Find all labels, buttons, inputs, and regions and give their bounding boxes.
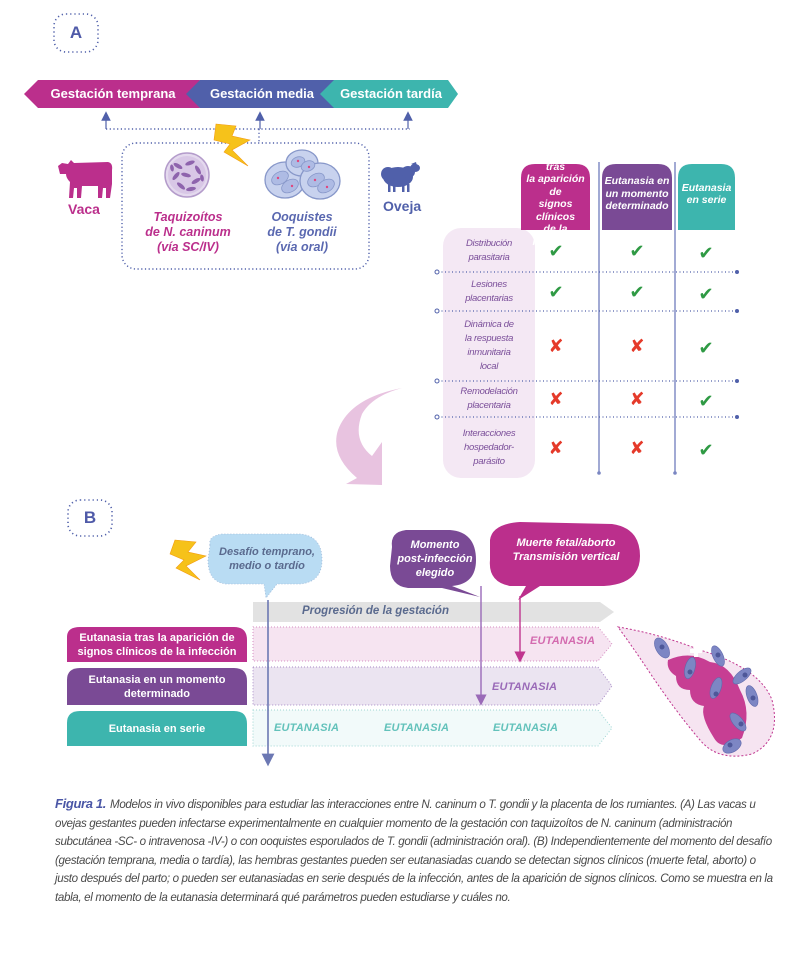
check-icon: ✔ <box>698 439 714 460</box>
col-header-bg-1 <box>521 164 590 230</box>
row-head-bg-2 <box>67 668 247 705</box>
cross-icon: ✘ <box>629 437 645 458</box>
curved-arrow-icon <box>336 388 402 485</box>
lane-3 <box>252 709 613 747</box>
euthanasia-mark-serial-1: EUTANASIA <box>274 722 340 734</box>
bubble-outcome <box>489 522 640 600</box>
stage-late-label: Gestación tardía <box>340 86 442 101</box>
bubble-challenge-text: Desafío temprano, medio o tardío <box>219 546 315 572</box>
progress-arrow <box>253 602 614 622</box>
check-icon: ✔ <box>698 391 714 411</box>
panel-b-letter: B <box>83 508 97 527</box>
row-head-bg-1 <box>67 627 247 662</box>
row-head-clinical-signs: Eutanasia tras la aparición de signos cl… <box>77 631 237 658</box>
check-icon: ✔ <box>548 281 564 302</box>
placenta-infection-icon <box>616 626 775 757</box>
check-icon: ✔ <box>698 243 714 263</box>
tachyzoites-icon <box>164 152 210 198</box>
check-icon: ✔ <box>698 338 714 358</box>
row-label-background <box>443 228 535 478</box>
cross-icon: ✘ <box>548 437 564 458</box>
sheep-icon <box>381 162 420 192</box>
stage-early-label: Gestación temprana <box>50 86 176 101</box>
col-header-bg-3 <box>678 164 735 230</box>
check-icon: ✔ <box>698 283 714 304</box>
figure-caption: Figura 1.Modelos in vivo disponibles par… <box>55 795 775 907</box>
cow-icon <box>58 160 113 198</box>
progress-label: Progresión de la gestación <box>302 605 449 617</box>
agents-frame <box>121 142 370 270</box>
lightning-icon-b <box>169 539 207 581</box>
stage-late-shape <box>320 80 458 108</box>
euthanasia-mark-fixed: EUTANASIA <box>492 681 558 693</box>
agent-oocysts: Ooquistes de T. gondii (vía oral) <box>267 210 337 254</box>
euthanasia-mark-serial-2: EUTANASIA <box>384 722 450 734</box>
panel-b-frame <box>67 499 113 537</box>
cross-icon: ✘ <box>548 389 564 409</box>
bubble-outcome-text: Muerte fetal/aborto Transmisión vertical <box>512 537 620 563</box>
oocysts-icon <box>264 149 341 200</box>
row-head-serial: Eutanasia en serie <box>108 722 206 735</box>
col-header-bg-2 <box>602 164 672 230</box>
bubble-challenge <box>207 533 323 599</box>
figure-label: Figura 1. <box>55 796 107 811</box>
euthanasia-mark-clinical: EUTANASIA <box>530 635 596 647</box>
stage-early-shape <box>24 80 200 108</box>
lightning-icon-a <box>213 123 251 167</box>
cow-label: Vaca <box>68 201 100 217</box>
check-icon: ✔ <box>629 241 645 261</box>
col-header-serial: Eutanasia en serie <box>681 181 732 207</box>
bubble-timepoint-text: Momento post-infección elegido <box>397 539 473 579</box>
row-head-bg-3 <box>67 711 247 746</box>
caption-text: Modelos in vivo disponibles para estudia… <box>55 798 773 904</box>
sheep-label: Oveja <box>383 198 422 214</box>
agent-tachyzoites: Taquizoítos de N. caninum (vía SC/IV) <box>145 210 231 254</box>
cross-icon: ✘ <box>629 336 645 356</box>
col-header-clinical-signs: Eutanasia tras la aparición de signos cl… <box>526 148 585 248</box>
stage-mid-shape <box>186 80 336 108</box>
check-icon: ✔ <box>629 281 645 302</box>
bubble-timepoint <box>390 530 480 597</box>
row-head-fixed-time: Eutanasia en un momento determinado <box>88 673 226 700</box>
euthanasia-mark-serial-3: EUTANASIA <box>493 722 559 734</box>
cross-icon: ✘ <box>629 389 645 409</box>
cross-icon: ✘ <box>548 336 564 356</box>
check-icon: ✔ <box>548 241 564 261</box>
panel-a-letter: A <box>69 23 83 42</box>
stage-mid-label: Gestación media <box>209 86 315 101</box>
lane-2 <box>252 666 613 706</box>
col-header-fixed-time: Eutanasia en un momento determinado <box>604 175 670 213</box>
